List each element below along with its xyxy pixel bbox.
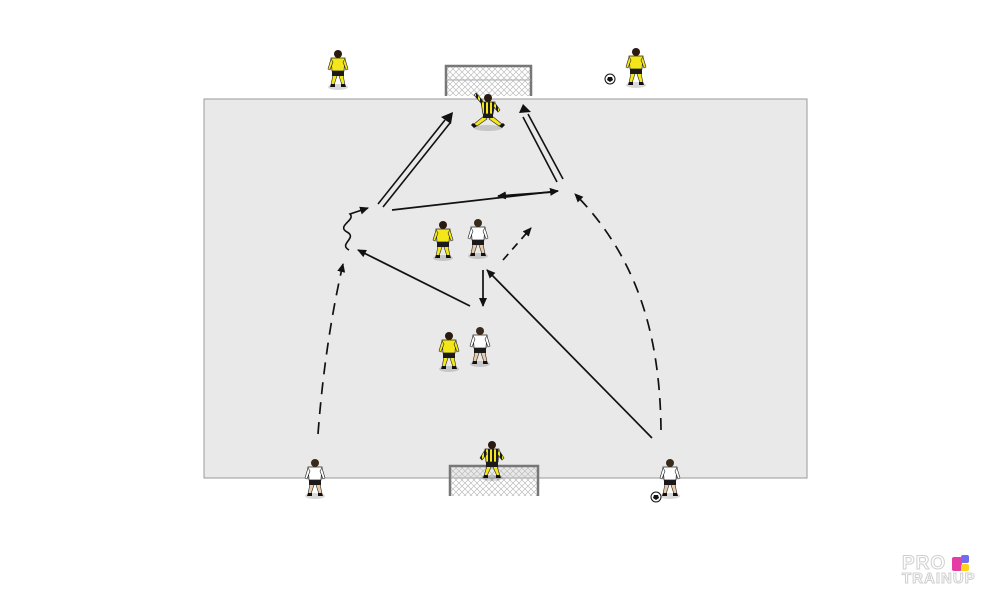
logo-text-pro: PRO (901, 553, 947, 575)
run-line-center (502, 227, 532, 261)
run-line-left (317, 263, 346, 435)
top-goal (444, 64, 533, 96)
shots (377, 104, 564, 208)
runs (317, 193, 662, 435)
pass-line-1 (486, 269, 653, 439)
run-line-right (574, 193, 662, 431)
pass-line-2 (357, 249, 471, 307)
logo-text-trainup: TRAINUP (902, 570, 976, 588)
passes (357, 187, 653, 439)
ball-top-right (604, 73, 616, 85)
shot-line-right-a (522, 116, 558, 183)
yellow-player-top-right (625, 47, 647, 89)
bottom-goal (448, 464, 540, 496)
shot-line-right-b (527, 113, 564, 180)
ball-bottom-right (650, 491, 662, 503)
pass-line-5 (497, 191, 554, 200)
shot-line-left-b (382, 122, 451, 208)
shot-line-left-a (377, 119, 446, 205)
yellow-player-top-left (327, 49, 349, 91)
logo-mark-icon (952, 555, 969, 571)
dribble-line (342, 206, 369, 251)
protrainup-logo: PRO TRAINUP (901, 553, 992, 589)
